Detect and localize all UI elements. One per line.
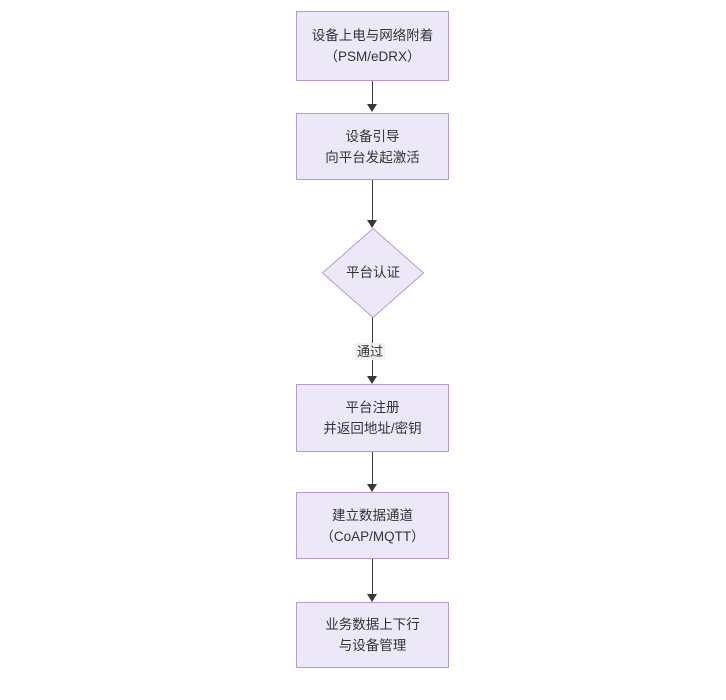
flow-node-power-line-2: （PSM/eDRX） (324, 49, 421, 64)
flow-node-register-line-1: 平台注册 (345, 400, 400, 415)
arrowhead-power-to-boot-icon (367, 104, 377, 112)
flow-node-platform-authentication[interactable]: 平台认证 (322, 228, 424, 318)
arrowhead-register-to-channel-icon (367, 484, 377, 492)
connector-boot-to-auth (372, 180, 373, 221)
arrowhead-auth-to-register-icon (367, 376, 377, 384)
flow-node-boot-line-1: 设备引导 (345, 128, 400, 144)
flow-node-auth-label: 平台认证 (346, 265, 400, 280)
flow-node-business-data-and-device-management[interactable]: 业务数据上下行 与设备管理 (296, 602, 449, 668)
arrowhead-boot-to-auth-icon (367, 220, 377, 228)
connector-register-to-channel (372, 452, 373, 485)
flow-node-establish-data-channel[interactable]: 建立数据通道 （CoAP/MQTT） (296, 492, 449, 559)
flow-node-power-line-1: 设备上电与网络附着 (311, 28, 434, 43)
flow-node-boot-line-2: 向平台发起激活 (325, 149, 420, 165)
flow-node-device-bootstrap[interactable]: 设备引导 向平台发起激活 (296, 113, 449, 180)
flow-node-device-power-on[interactable]: 设备上电与网络附着 （PSM/eDRX） (296, 11, 449, 81)
connector-power-to-boot (372, 81, 373, 106)
flow-node-channel-line-2: （CoAP/MQTT） (320, 528, 425, 544)
arrowhead-channel-to-data-icon (367, 594, 377, 602)
flow-node-data-line-1: 业务数据上下行 (325, 617, 420, 632)
connector-channel-to-data (372, 559, 373, 595)
flow-node-channel-line-1: 建立数据通道 (332, 507, 413, 523)
diamond-shape-icon (322, 228, 424, 318)
edge-label-pass: 通过 (355, 343, 386, 360)
flow-node-data-line-2: 与设备管理 (338, 638, 407, 653)
flow-node-register-line-2: 并返回地址/密钥 (323, 421, 422, 436)
flow-node-platform-registration[interactable]: 平台注册 并返回地址/密钥 (296, 384, 449, 452)
